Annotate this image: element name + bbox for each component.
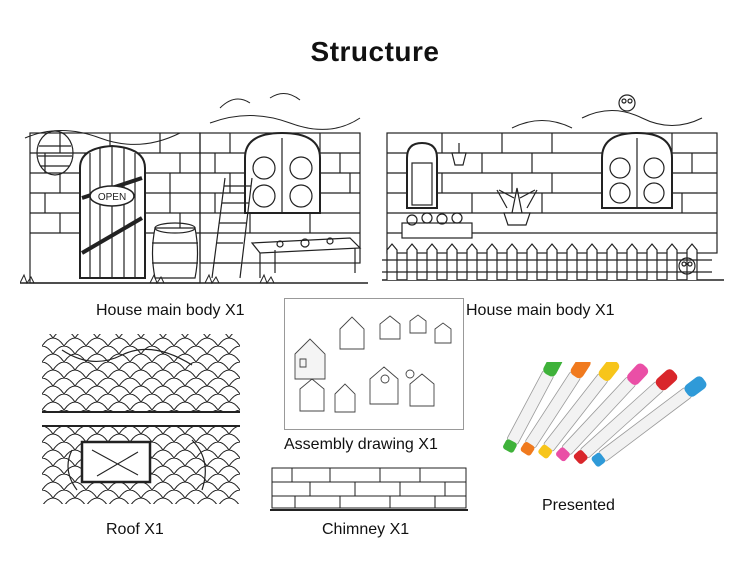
- presented-label: Presented: [542, 497, 615, 514]
- roof-window-icon: [80, 440, 152, 484]
- roof-label: Roof X1: [106, 521, 164, 538]
- window-icon: [601, 131, 673, 209]
- roof-illustration: [42, 330, 240, 508]
- assembly-drawing-label: Assembly drawing X1: [284, 436, 438, 453]
- house-main-body-left-illustration: OPEN: [20, 78, 368, 290]
- door-icon: OPEN: [79, 144, 146, 279]
- ladder-icon: [211, 177, 253, 279]
- owl-icon: [618, 94, 696, 275]
- marker-4: [556, 363, 649, 462]
- flower-box-icon: [401, 212, 473, 239]
- house-assembly-step-2: [339, 314, 452, 350]
- markers-illustration: [492, 362, 728, 480]
- roof-tiles-top: [42, 334, 240, 412]
- page-title: Structure: [310, 36, 440, 67]
- fence-icon: [382, 243, 712, 280]
- marker-2: [520, 362, 591, 456]
- house-assembly-step-1: [294, 338, 326, 380]
- marker-6: [591, 376, 707, 467]
- assembly-drawing-illustration: [284, 298, 464, 430]
- chimney-label: Chimney X1: [322, 521, 410, 538]
- house-main-body-left-label: House main body X1: [96, 302, 245, 319]
- house-assembly-step-3: [299, 366, 435, 413]
- door-sign-text: OPEN: [98, 192, 126, 203]
- marker-3: [538, 362, 620, 459]
- table-icon: [250, 237, 362, 278]
- lamp-icon: [451, 143, 467, 166]
- chimney-illustration: [270, 462, 468, 514]
- marker-5: [573, 369, 678, 464]
- arched-window-icon: [406, 141, 438, 209]
- marker-1: [503, 362, 563, 453]
- potted-plant-icon: [496, 187, 538, 226]
- window-icon: [244, 131, 321, 214]
- house-main-body-right-label: House main body X1: [466, 302, 615, 319]
- barrel-icon: [151, 222, 199, 279]
- house-main-body-right-illustration: [382, 88, 724, 288]
